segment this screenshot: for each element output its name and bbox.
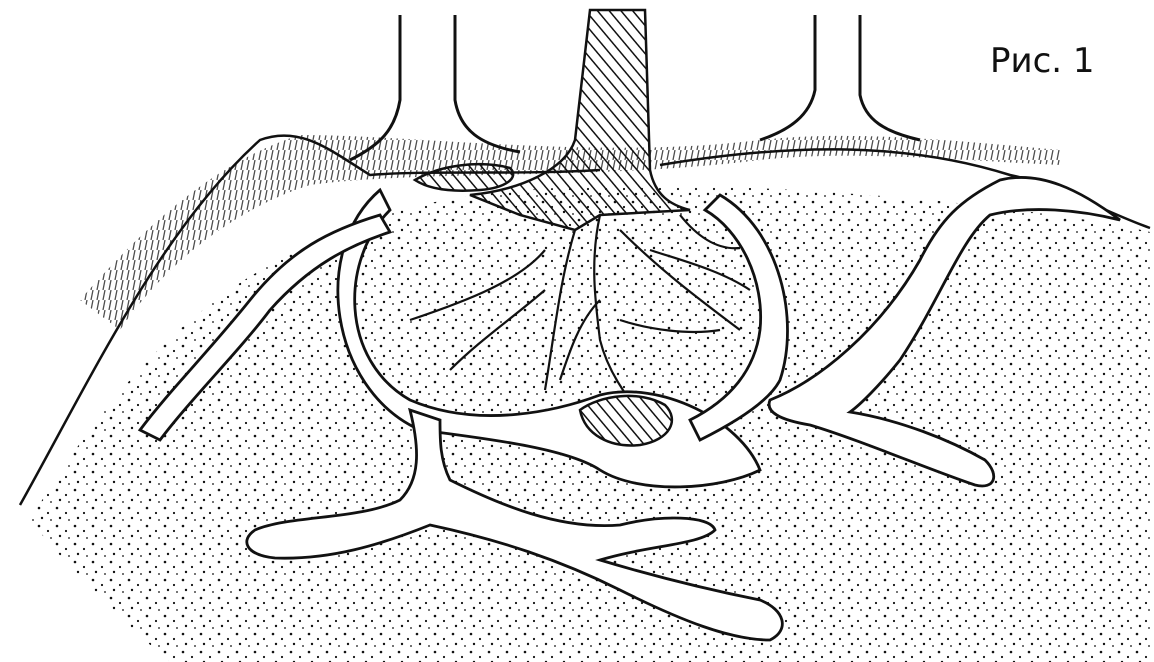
figure-label: Рис. 1 — [990, 41, 1095, 81]
central-trunk — [470, 10, 690, 230]
tree-trunk-right — [760, 15, 920, 140]
